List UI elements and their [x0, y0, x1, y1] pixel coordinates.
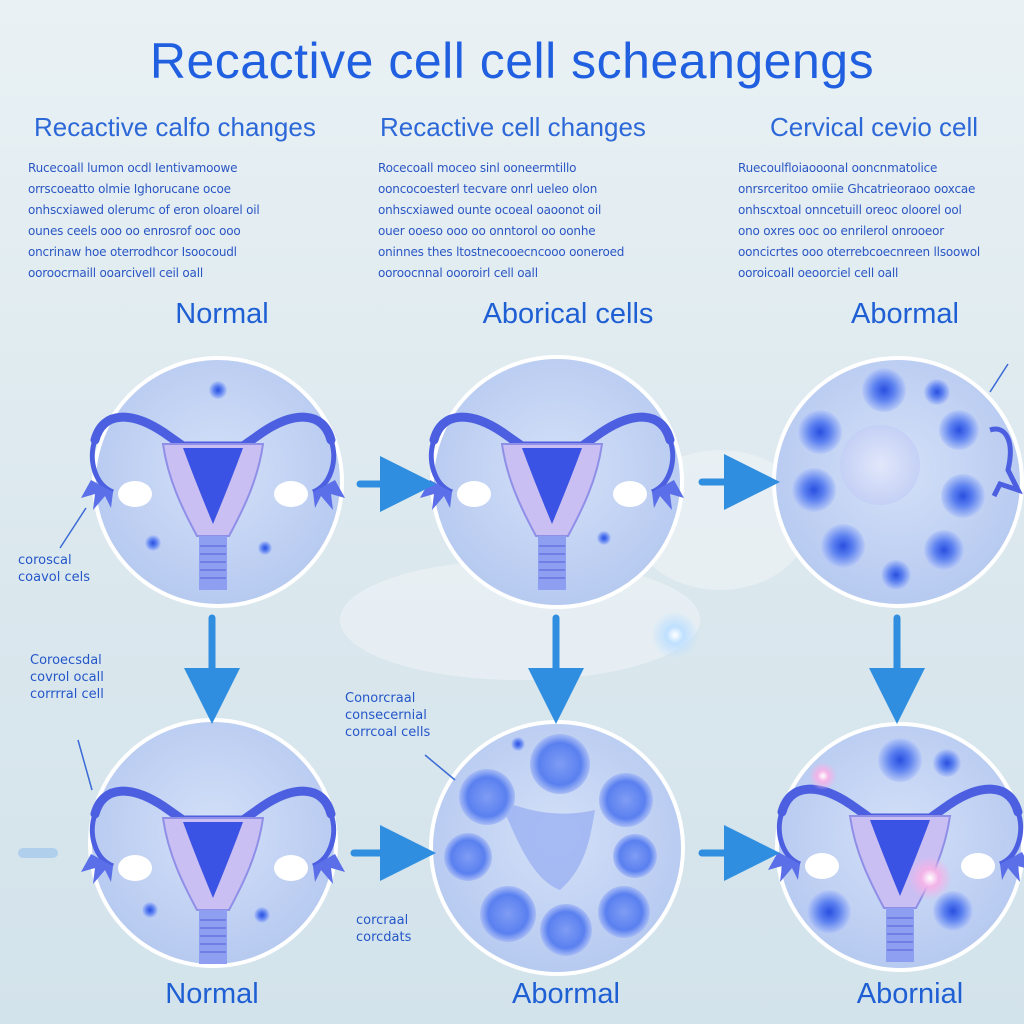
blurb-line: Rocecoall moceo sinl ooneermtillo: [378, 161, 577, 175]
stage-label-top-3: Abormal: [851, 298, 959, 330]
column-blurb-1: Rucecoall lumon ocdl Ientivamoowe orrsco…: [28, 158, 328, 284]
side-note-line: coavol cels: [18, 570, 90, 585]
blurb-line: ooroocrnaill ooarcivell ceil oall: [28, 266, 203, 280]
blurb-line: ounes ceels ooo oo enrosrof ooc ooo: [28, 224, 241, 238]
column-heading-3: Cervical cevio cell: [770, 112, 979, 142]
blurb-line: ooroicoall oeoorciel cell oall: [738, 266, 899, 280]
blurb-line: ouer ooeso ooo oo onntorol oo oonhe: [378, 224, 596, 238]
side-note-line: corcraal: [356, 913, 409, 928]
column-heading-2: Recactive cell changes: [380, 112, 646, 142]
blurb-line: onhscxiawed olerumc of eron oloarel oil: [28, 203, 260, 217]
stage-label-bottom-1: Normal: [165, 978, 259, 1010]
stage-label-bottom-3: Abornial: [856, 978, 964, 1010]
column-heading-1: Recactive calfo changes: [34, 112, 316, 142]
blurb-line: ono oxres ooc oo enrilerol onrooeor: [738, 224, 944, 238]
blurb-line: onhscxtoal onncetuill oreoc oloorel ool: [738, 203, 962, 217]
side-note-line: corrcoal cells: [345, 725, 431, 740]
side-note-line: corcdats: [356, 930, 412, 945]
side-note-line: Coroecsdal: [30, 653, 102, 668]
side-note-center-middle: Conorcraal consecernial corrcoal cells: [345, 690, 430, 741]
column-blurb-2: Rocecoall moceo sinl ooneermtillo ooncoc…: [378, 158, 678, 284]
side-note-line: consecernial: [345, 708, 427, 723]
blurb-line: orrscoeatto olmie Ighorucane ocoe: [28, 182, 231, 196]
side-note-line: covrol ocall: [30, 670, 104, 685]
stage-label-bottom-2: Abormal: [512, 978, 620, 1010]
blurb-line: onhscxiawed ounte ocoeal oaoonot oil: [378, 203, 602, 217]
side-note-center-bottom: corcraal corcdats: [356, 912, 411, 946]
side-note-left-middle: Coroecsdal covrol ocall corrrral cell: [30, 652, 104, 703]
blurb-line: Rucecoall lumon ocdl Ientivamoowe: [28, 161, 238, 175]
column-blurb-3: Ruecoulfloiaooonal ooncnmatolice onrsrce…: [738, 158, 1024, 284]
abnormal-cell-cluster-top: [792, 368, 985, 590]
blurb-line: Ruecoulfloiaooonal ooncnmatolice: [738, 161, 938, 175]
blurb-line: ooncicrtes ooo oterrebcoecnreen llsoowol: [738, 245, 981, 259]
blurb-line: oncrinaw hoe oterrodhcor Isoocoudl: [28, 245, 237, 259]
stage-label-top-1: Normal: [175, 298, 269, 330]
diagram-title: Recactive cell cell scheangengs: [149, 33, 875, 89]
blurb-line: ooroocnnal oooroirl cell oall: [378, 266, 538, 280]
blurb-line: oninnes thes ltostnecooecncooo ooneroed: [378, 245, 625, 259]
side-note-left-top: coroscal coavol cels: [18, 552, 90, 586]
side-note-line: coroscal: [18, 553, 72, 568]
side-note-line: Conorcraal: [345, 691, 416, 706]
abnormal-cell-ring: [444, 734, 657, 956]
blurb-line: ooncocoesterl tecvare onrl ueleo olon: [378, 182, 598, 196]
side-note-line: corrrral cell: [30, 687, 104, 702]
stage-label-top-2: Aborical cells: [482, 298, 654, 330]
blurb-line: onrsrceritoo omiie Ghcatrieoraoo ooxcae: [738, 182, 976, 196]
